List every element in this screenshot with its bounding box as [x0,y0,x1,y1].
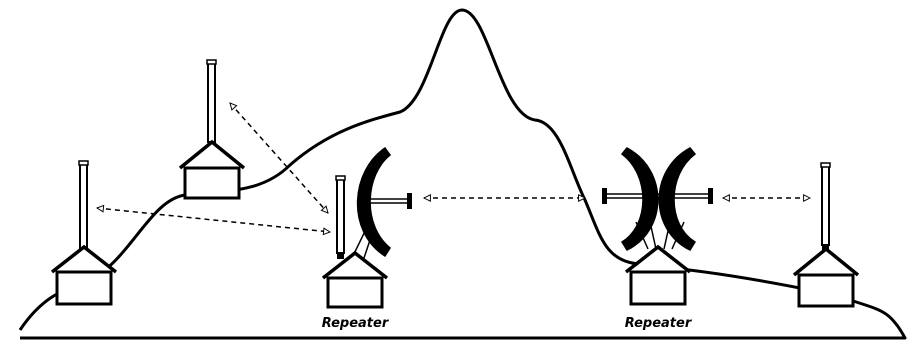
house-left-lower [50,160,118,306]
house-left-upper [178,59,246,200]
dish-antenna-icon [658,147,697,251]
repeater-2-label: Repeater [625,316,693,331]
repeater-1-label: Repeater [322,316,390,331]
link-left-lower-to-repeater-1 [97,208,330,232]
link-left-upper-to-repeater-1 [230,103,328,213]
house-right [792,162,860,308]
repeater-1-station [321,146,412,309]
dish-antenna-icon [356,146,392,258]
repeater-2-station [602,147,713,306]
dish-antenna-icon [620,147,659,251]
terrain-outline [18,8,907,340]
